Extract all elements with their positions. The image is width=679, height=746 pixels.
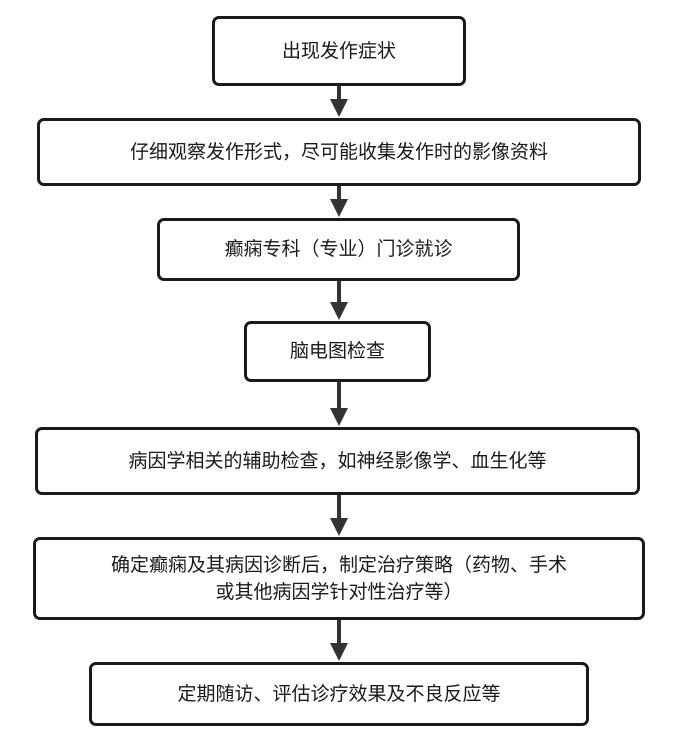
arrowhead-4 (330, 408, 348, 426)
step-observe-seizure-label: 仔细观察发作形式，尽可能收集发作时的影像资料 (129, 140, 548, 163)
step-eeg-label: 脑电图检查 (289, 340, 385, 362)
arrowhead-1 (330, 99, 348, 117)
step-diagnosis-treatment-line2: 或其他病因学针对性治疗等） (215, 580, 463, 603)
step-specialist-clinic-label: 癫痫专科（专业）门诊就诊 (224, 238, 453, 260)
step-specialist-clinic: 癫痫专科（专业）门诊就诊 (157, 218, 520, 281)
step-follow-up-label: 定期随访、评估诊疗效果及不良反应等 (177, 682, 501, 705)
step-etiology-tests: 病因学相关的辅助检查，如神经影像学、血生化等 (35, 427, 640, 495)
step-eeg: 脑电图检查 (244, 321, 431, 382)
step-diagnosis-treatment: 确定癫痫及其病因诊断后，制定治疗策略（药物、手术 或其他病因学针对性治疗等） (33, 537, 645, 620)
step-etiology-tests-label: 病因学相关的辅助检查，如神经影像学、血生化等 (128, 449, 547, 472)
arrowhead-3 (330, 302, 348, 320)
step-diagnosis-treatment-line1: 确定癫痫及其病因诊断后，制定治疗策略（药物、手术 (110, 553, 567, 576)
step-symptom-onset-label: 出现发作症状 (281, 39, 396, 62)
arrowhead-5 (330, 518, 348, 536)
arrowhead-6 (330, 643, 348, 661)
step-symptom-onset: 出现发作症状 (212, 16, 466, 86)
step-follow-up: 定期随访、评估诊疗效果及不良反应等 (89, 662, 589, 726)
step-observe-seizure: 仔细观察发作形式，尽可能收集发作时的影像资料 (37, 118, 641, 186)
arrowhead-2 (330, 199, 348, 217)
